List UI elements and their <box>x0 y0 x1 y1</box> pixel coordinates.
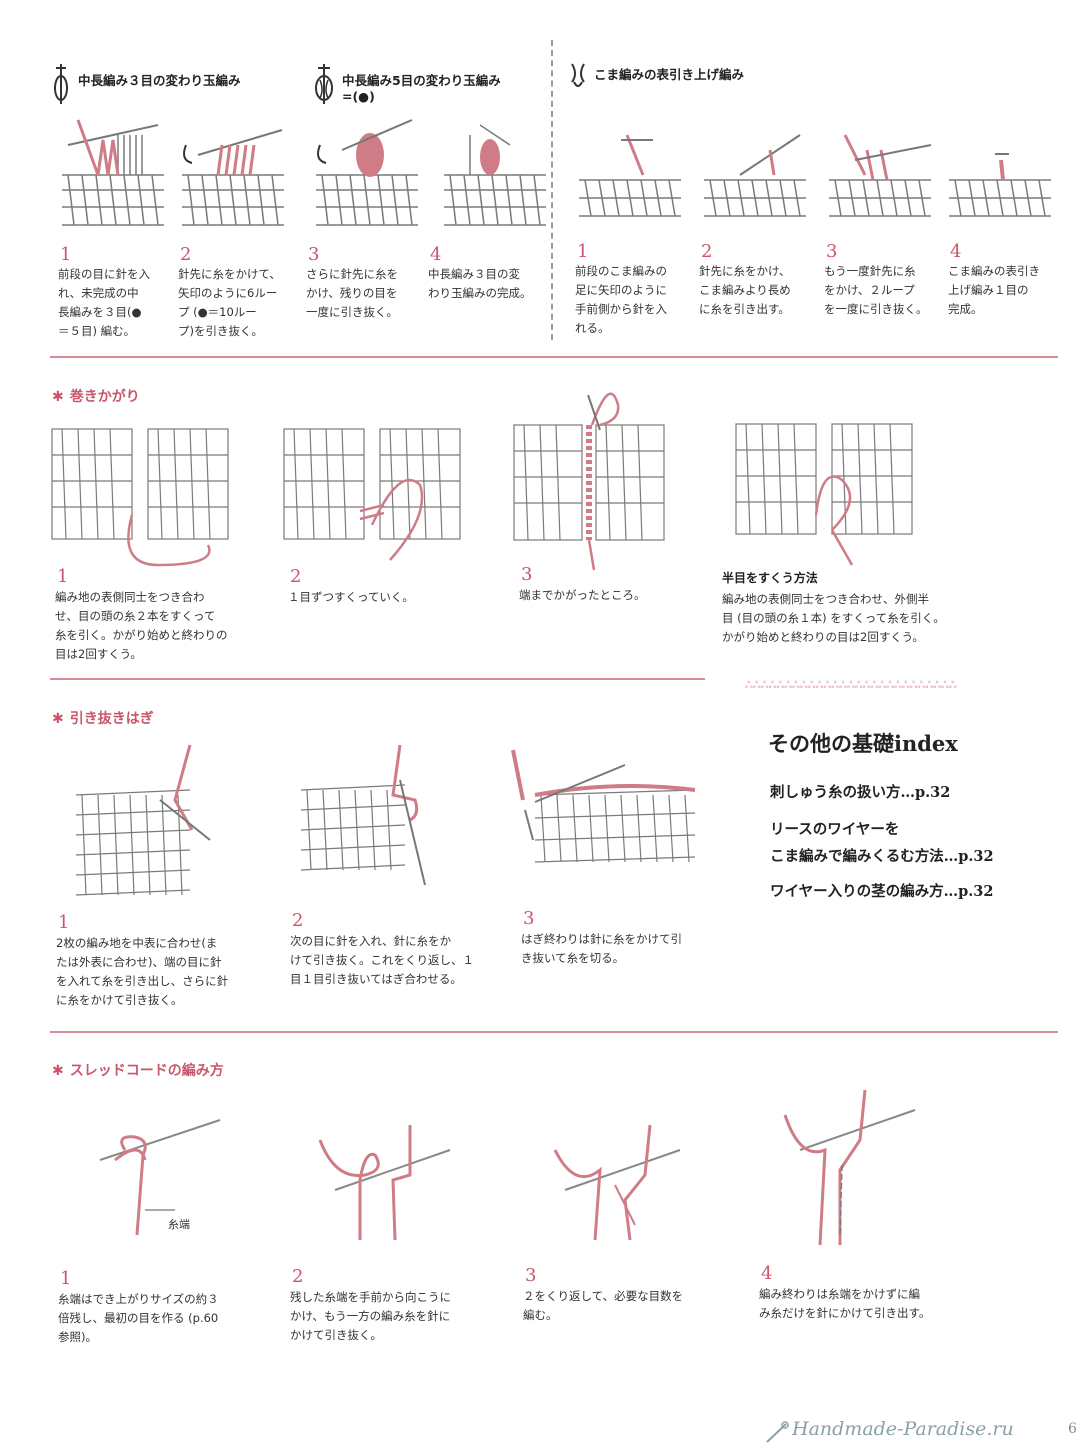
thread-cord-step-2-text: 残した糸端を手前から向こうにかけ、もう一方の編み糸を針にかけて引き抜く。 <box>290 1288 505 1345</box>
slip-join-step-3-number: 3 <box>523 908 534 929</box>
decorative-border: ஃஃஃஃஃஃஃஃஃஃஃஃஃஃஃஃஃஃஃஃஃஃஃஃஃஃஃ <box>745 680 1065 692</box>
slip-join-step-1-number: 1 <box>58 912 69 933</box>
puff-stitch-3-symbol-icon <box>50 60 72 108</box>
front-post-step-1-number: 1 <box>577 241 588 262</box>
front-post-sc-symbol-icon <box>568 60 588 90</box>
slip-join-step-1-text: 2枚の編み地を中表に合わせ(または外表に合わせ)、端の目に針を入れて糸を引き出し… <box>56 934 271 1010</box>
thread-cord-step-4-text: 編み終わりは糸端をかけずに編み糸だけを針にかけて引き出す。 <box>759 1285 979 1323</box>
index-item-wire-stem[interactable]: ワイヤー入りの茎の編み方…p.32 <box>770 880 993 901</box>
slip-join-step-3-illustration <box>505 740 715 880</box>
whip-step-2-number: 2 <box>290 566 301 587</box>
puff-step-2-number: 2 <box>180 244 191 265</box>
whip-step-1-text: 編み地の表側同士をつき合わせ、目の頭の糸２本をすくって糸を引く。かがり始めと終わ… <box>55 588 270 664</box>
index-item-wreath-wire-1[interactable]: リースのワイヤーを <box>770 818 899 839</box>
puff-step-1-illustration <box>58 115 168 240</box>
front-post-step-1-text: 前段のこま編みの足に矢印のように手前側から針を入れる。 <box>575 262 693 338</box>
thread-cord-step-2-illustration <box>315 1120 455 1250</box>
watermark: Handmade-Paradise.ru <box>792 1418 1014 1440</box>
thread-cord-step-4-number: 4 <box>761 1263 772 1284</box>
whip-step-1-number: 1 <box>57 566 68 587</box>
slip-join-step-1-illustration <box>70 740 220 900</box>
section-divider-1 <box>50 356 1058 358</box>
index-title: その他の基礎index <box>768 728 958 758</box>
index-item-wreath-wire-2[interactable]: こま編みで編みくるむ方法…p.32 <box>770 845 994 866</box>
slip-join-section-title: ✱引き抜きはぎ <box>52 708 154 728</box>
thread-cord-step-4-illustration <box>780 1085 920 1245</box>
section-divider-2 <box>50 678 705 680</box>
puff-step-1-number: 1 <box>60 244 71 265</box>
front-post-step-3-illustration <box>825 130 935 230</box>
slip-join-step-2-illustration <box>295 740 455 890</box>
thread-cord-step-2-number: 2 <box>292 1266 303 1287</box>
thread-cord-step-1-illustration <box>95 1115 225 1245</box>
puff-step-4-text: 中長編み３目の変わり玉編みの完成。 <box>428 265 548 303</box>
puff-stitch-5-symbol-icon <box>312 60 336 108</box>
yarn-end-label: 糸端 <box>168 1216 190 1232</box>
section-divider-3 <box>50 1031 1058 1033</box>
whip-step-2-illustration <box>280 425 465 575</box>
thread-cord-section-title: ✱スレッドコードの編み方 <box>52 1060 224 1080</box>
front-post-step-2-illustration <box>700 130 810 230</box>
front-post-step-3-text: もう一度針先に糸をかけ、２ループを一度に引き抜く。 <box>824 262 942 319</box>
asterisk-icon: ✱ <box>52 711 64 727</box>
front-post-step-4-text: こま編みの表引き上げ編み１目の完成。 <box>948 262 1066 319</box>
front-post-step-4-illustration <box>945 130 1055 230</box>
needle-logo-icon <box>764 1420 790 1445</box>
puff5-heading: 中長編み5目の変わり玉編み <box>342 70 501 89</box>
section-divider-vertical <box>551 40 553 340</box>
puff-step-1-text: 前段の目に針を入れ、未完成の中長編みを３目(●＝５目) 編む。 <box>58 265 178 341</box>
half-stitch-text: 編み地の表側同士をつき合わせ、外側半目 (目の頭の糸１本) をすくって糸を引く。… <box>722 590 1022 647</box>
front-post-step-3-number: 3 <box>826 241 837 262</box>
slip-join-step-3-text: はぎ終わりは針に糸をかけて引き抜いて糸を切る。 <box>521 930 736 968</box>
whip-step-3-text: 端までかがったところ。 <box>519 586 719 605</box>
puff5-heading-note: =(●) <box>342 89 375 104</box>
front-post-step-2-text: 針先に糸をかけ、こま編みより長めに糸を引き出す。 <box>699 262 817 319</box>
puff-step-2-text: 針先に糸をかけて、矢印のように6ループ (●＝10ループ)を引き抜く。 <box>178 265 303 341</box>
puff-step-3-number: 3 <box>308 244 319 265</box>
puff3-heading: 中長編み３目の変わり玉編み <box>78 70 241 89</box>
asterisk-icon: ✱ <box>52 1063 64 1079</box>
front-post-step-1-illustration <box>575 130 685 230</box>
slip-join-step-2-number: 2 <box>292 910 303 931</box>
thread-cord-step-3-text: ２をくり返して、必要な目数を編む。 <box>523 1287 738 1325</box>
thread-cord-step-3-illustration <box>545 1120 685 1250</box>
page-number: 6 <box>1068 1421 1077 1437</box>
front-post-step-4-number: 4 <box>950 241 961 262</box>
whip-step-3-illustration <box>510 385 670 575</box>
whip-half-stitch-illustration <box>732 420 917 570</box>
puff-step-3-illustration <box>312 115 422 240</box>
puff-step-4-number: 4 <box>430 244 441 265</box>
whip-step-3-number: 3 <box>521 564 532 585</box>
asterisk-icon: ✱ <box>52 389 64 405</box>
half-stitch-heading: 半目をすくう方法 <box>722 569 818 586</box>
puff-step-2-illustration <box>178 115 288 240</box>
front-post-heading: こま編みの表引き上げ編み <box>594 64 744 83</box>
whip-step-1-illustration <box>48 425 233 575</box>
whip-stitch-section-title: ✱巻きかがり <box>52 386 140 406</box>
thread-cord-step-1-number: 1 <box>60 1268 71 1289</box>
index-item-embroidery-thread[interactable]: 刺しゅう糸の扱い方…p.32 <box>770 781 950 802</box>
whip-step-2-text: １目ずつすくっていく。 <box>288 588 488 607</box>
front-post-step-2-number: 2 <box>701 241 712 262</box>
puff-step-3-text: さらに針先に糸をかけ、残りの目を一度に引き抜く。 <box>306 265 426 322</box>
thread-cord-step-3-number: 3 <box>525 1265 536 1286</box>
puff-step-4-illustration <box>440 115 550 240</box>
